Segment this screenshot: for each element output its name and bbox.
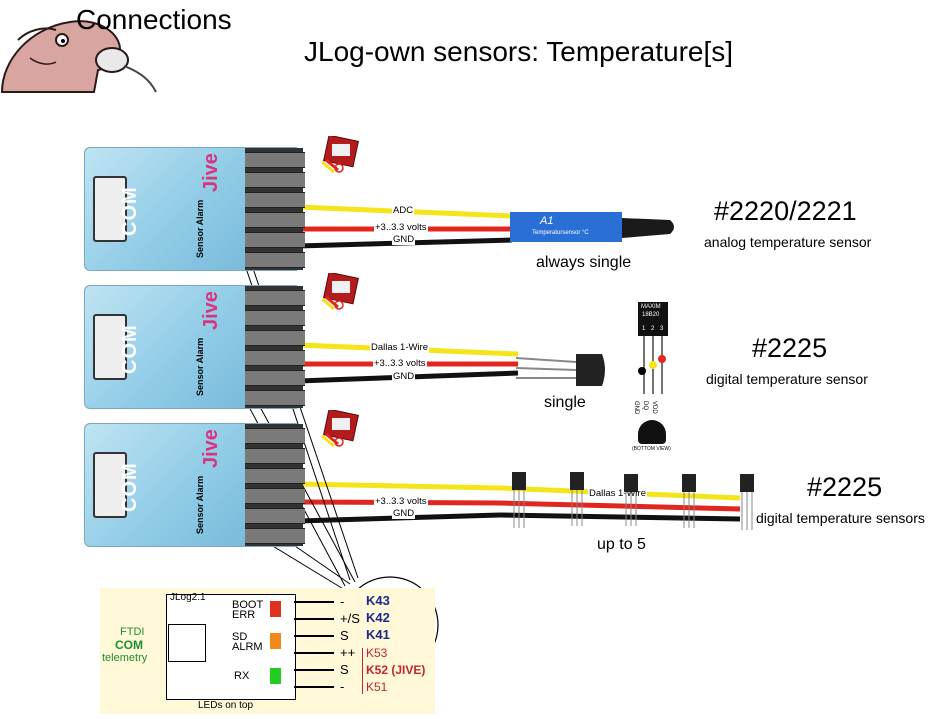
chip-pin-name-vdd: VDD [651, 401, 657, 414]
com-label: COM [119, 324, 141, 374]
com-connector [93, 452, 127, 518]
caption-always-single: always single [536, 254, 632, 271]
sensor-alarm-label: Sensor Alarm [195, 199, 205, 258]
pin-header [245, 424, 305, 546]
wire-label-volts: +3..3.3 volts [373, 358, 427, 369]
pin-sign-5: S [340, 662, 349, 677]
chip-pin-2: 2 [651, 326, 655, 332]
svg-text:A1: A1 [539, 215, 553, 227]
logo-title: Connections [76, 4, 232, 35]
jive-label: Jive [200, 153, 222, 192]
led-label-sd-alrm: SD ALRM [232, 631, 263, 653]
chip-bottom-view-icon [638, 420, 666, 444]
analog-sticker: Temperatursensor °C [532, 230, 589, 236]
pin-name-k53: K53 [366, 646, 388, 660]
wire-label-volts: +3..3.3 volts [374, 496, 428, 507]
pin-sign-6: - [340, 679, 345, 694]
chip-pin-name-dq: DQ [642, 401, 648, 410]
jive-module-2: COM Jive Sensor Alarm [84, 285, 305, 409]
sensor-alarm-label: Sensor Alarm [195, 475, 205, 534]
product-desc-analog: analog temperature sensor [704, 234, 872, 250]
pin-name-k52: K52 (JIVE) [366, 663, 426, 677]
pin-sign-3: S [340, 628, 349, 643]
chip-bottom-view-label: (BOTTOM VIEW) [632, 446, 671, 452]
product-number-2225-multi: #2225 [807, 472, 883, 502]
k5x-bracket [362, 648, 363, 694]
pin-header [245, 286, 305, 408]
jlog-pinout-diagram: JLog2.1 FTDI COM telemetry LEDs on top B… [100, 588, 435, 714]
pin-name-k43: K43 [366, 593, 390, 608]
led-orange [270, 633, 281, 649]
product-number-2225-single: #2225 [752, 333, 828, 363]
logo-mascot [0, 0, 160, 94]
com-connector [93, 176, 127, 242]
led-label-rx: RX [234, 670, 250, 682]
wire-label-adc: ADC [392, 205, 415, 216]
caption-up-to-5: up to 5 [597, 536, 646, 553]
com-label: COM [115, 638, 143, 652]
ds18b20-chip [638, 302, 668, 336]
wire-label-gnd: GND [392, 371, 416, 382]
wire-label-gnd: GND [392, 508, 416, 519]
chip-legs [638, 336, 666, 394]
wire-label-dallas: Dallas 1-Wire [370, 342, 430, 353]
product-number-2220: #2220/2221 [714, 196, 857, 226]
jive-module-1: COM Jive Sensor Alarm [84, 147, 305, 271]
com-connector [93, 314, 127, 380]
ftdi-label: FTDI [120, 626, 145, 638]
product-desc-digital: digital temperature sensor [706, 371, 868, 387]
pin-name-k42: K42 [366, 610, 390, 625]
com-label: COM [119, 462, 141, 512]
chip-pin-3: 3 [660, 326, 664, 332]
pin-name-k51: K51 [366, 680, 388, 694]
leds-on-top-label: LEDs on top [198, 700, 254, 711]
pin-sign-1: - [340, 594, 345, 609]
servo-plug-icon [318, 408, 360, 450]
pin-header [245, 148, 305, 270]
ftdi-connector-outline [168, 624, 206, 662]
jive-module-3: COM Jive Sensor Alarm [84, 423, 305, 547]
wire-label-volts: +3..3.3 volts [374, 222, 428, 233]
product-desc-digital-multi: digital temperature sensors [756, 510, 925, 526]
telemetry-label: telemetry [102, 652, 148, 664]
pin-sign-2: +/S [340, 611, 360, 626]
to92-sensors-chain [512, 472, 754, 530]
led-green [270, 668, 281, 684]
led-red [270, 601, 281, 617]
device-label: JLog2.1 [170, 592, 206, 603]
caption-single: single [544, 394, 586, 411]
wire-label-dallas: Dallas 1-Wire [588, 488, 648, 499]
led-label-boot-err: BOOT ERR [232, 599, 264, 621]
jive-label: Jive [200, 291, 222, 330]
chip-pin-1: 1 [642, 326, 646, 332]
wire-label-gnd: GND [392, 234, 416, 245]
pin-name-k41: K41 [366, 627, 390, 642]
to92-sensor [515, 350, 608, 390]
page-title: JLog-own sensors: Temperature[s] [304, 36, 734, 67]
com-label: COM [119, 186, 141, 236]
chip-model: 18B20 [642, 312, 660, 318]
servo-plug-icon [318, 271, 360, 313]
pin-lines [294, 601, 334, 688]
chip-brand: MAXIM [641, 304, 661, 310]
analog-sensor: A1 Temperatursensor °C [510, 210, 680, 246]
pin-sign-4: ++ [340, 645, 356, 660]
chip-pin-name-gnd: GND [633, 401, 639, 415]
servo-plug-icon [318, 134, 360, 176]
sensor-alarm-label: Sensor Alarm [195, 337, 205, 396]
jive-label: Jive [200, 429, 222, 468]
